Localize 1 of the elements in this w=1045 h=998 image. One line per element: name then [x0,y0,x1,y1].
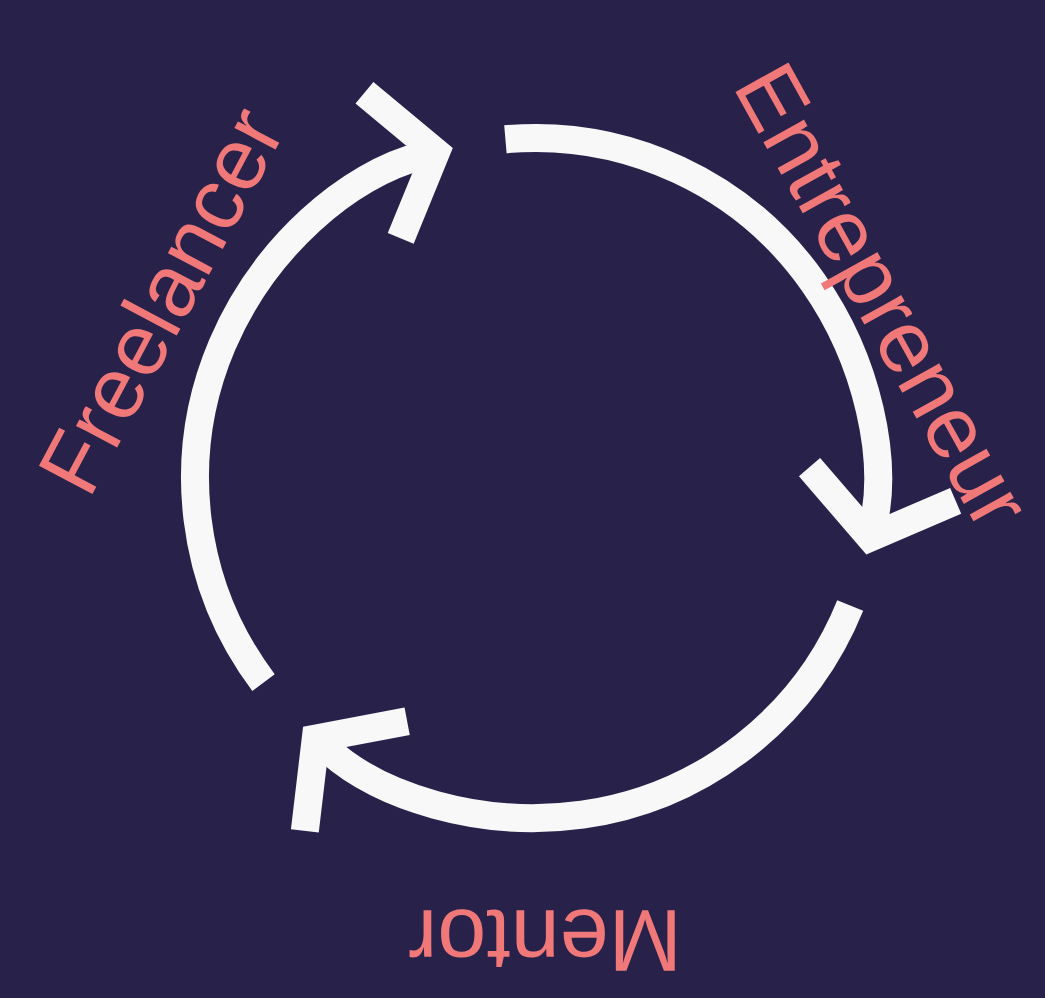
cycle-label: Mentor [409,909,675,971]
